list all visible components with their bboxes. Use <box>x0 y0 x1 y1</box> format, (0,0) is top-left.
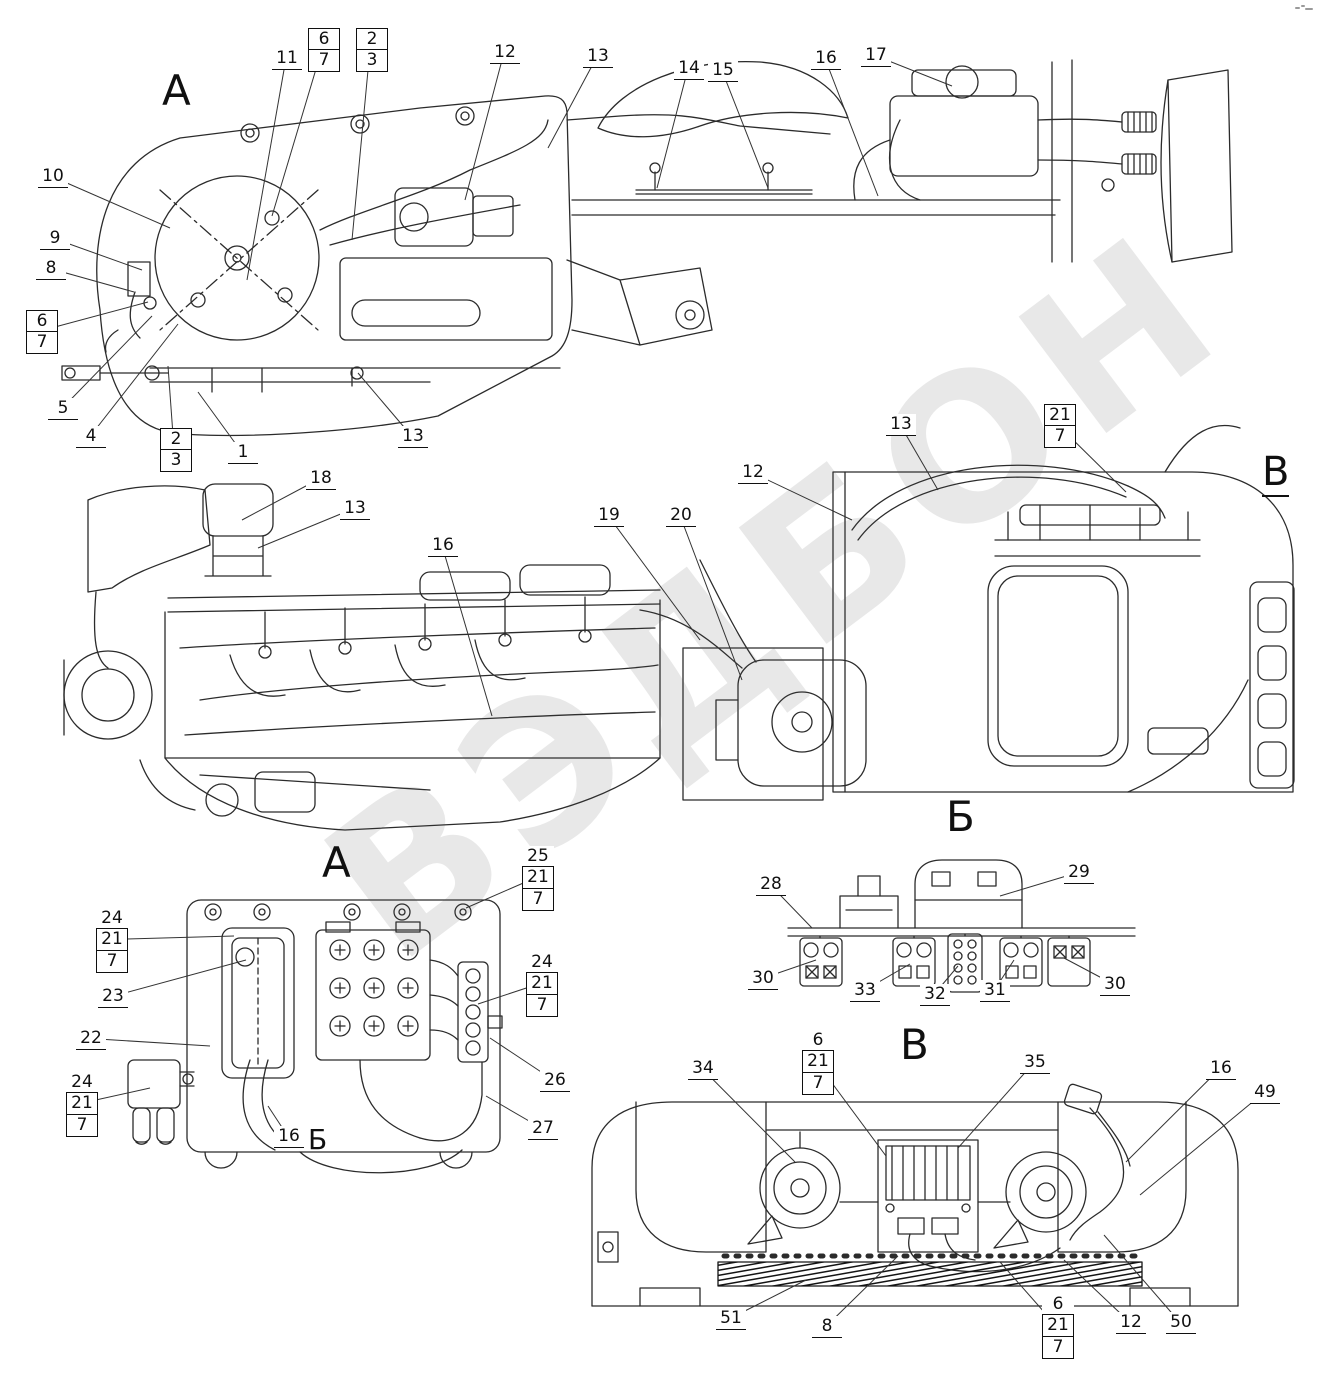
leader-line <box>271 48 323 217</box>
leader-line <box>477 983 541 1005</box>
leader-line <box>933 965 959 995</box>
leader-line <box>993 959 1015 991</box>
leader-line <box>441 545 493 717</box>
leader-line <box>547 56 598 149</box>
leader-line <box>721 70 769 189</box>
leader-line <box>769 884 813 929</box>
leader-line <box>701 1068 796 1163</box>
leader-line <box>267 1105 289 1137</box>
leader-line <box>815 1061 887 1157</box>
leader-line <box>257 508 355 549</box>
leader-line <box>197 391 243 453</box>
corner-artifact <box>1295 5 1313 10</box>
leader-line <box>465 877 537 909</box>
leader-line <box>489 1037 555 1081</box>
leader-line <box>485 1095 543 1129</box>
leader-line <box>863 963 911 991</box>
leader-line <box>246 58 287 281</box>
leader-line <box>607 515 701 641</box>
leader-line <box>729 1279 807 1319</box>
leader-line <box>999 872 1079 897</box>
view-v-drawing <box>591 1083 1239 1307</box>
leader-line <box>357 372 413 437</box>
leader-line <box>751 472 853 521</box>
leader-line <box>957 1062 1035 1149</box>
leader-line <box>1139 1092 1265 1196</box>
leader-line <box>89 1038 211 1047</box>
leader-line <box>49 268 135 293</box>
leader-line <box>79 1087 151 1104</box>
leader-line <box>89 323 179 437</box>
leader-line <box>241 478 321 521</box>
leader-line <box>464 52 505 201</box>
leader-line <box>899 424 939 491</box>
leader-line <box>1103 1234 1181 1323</box>
leader-line <box>351 48 371 241</box>
leader-line <box>656 68 689 189</box>
leader-line <box>39 301 149 332</box>
leader-line <box>761 959 817 979</box>
middle-assembly-drawing <box>63 424 1295 831</box>
leader-line <box>109 935 235 940</box>
leader-line <box>824 58 879 197</box>
leader-line <box>679 515 743 681</box>
leader-line <box>61 315 153 409</box>
leader-line <box>51 176 171 229</box>
leader-line <box>1063 957 1115 985</box>
leader-line <box>167 365 175 450</box>
view-b-drawing <box>787 859 1136 993</box>
leader-line <box>874 55 953 87</box>
leader-line <box>825 1255 899 1327</box>
leader-line <box>1063 1259 1131 1323</box>
leader-line <box>53 238 143 271</box>
leader-line <box>999 1261 1057 1326</box>
leader-line <box>1057 424 1127 493</box>
leader-line <box>1125 1068 1221 1163</box>
leader-line <box>111 959 247 997</box>
panel-a-drawing <box>127 899 503 1174</box>
